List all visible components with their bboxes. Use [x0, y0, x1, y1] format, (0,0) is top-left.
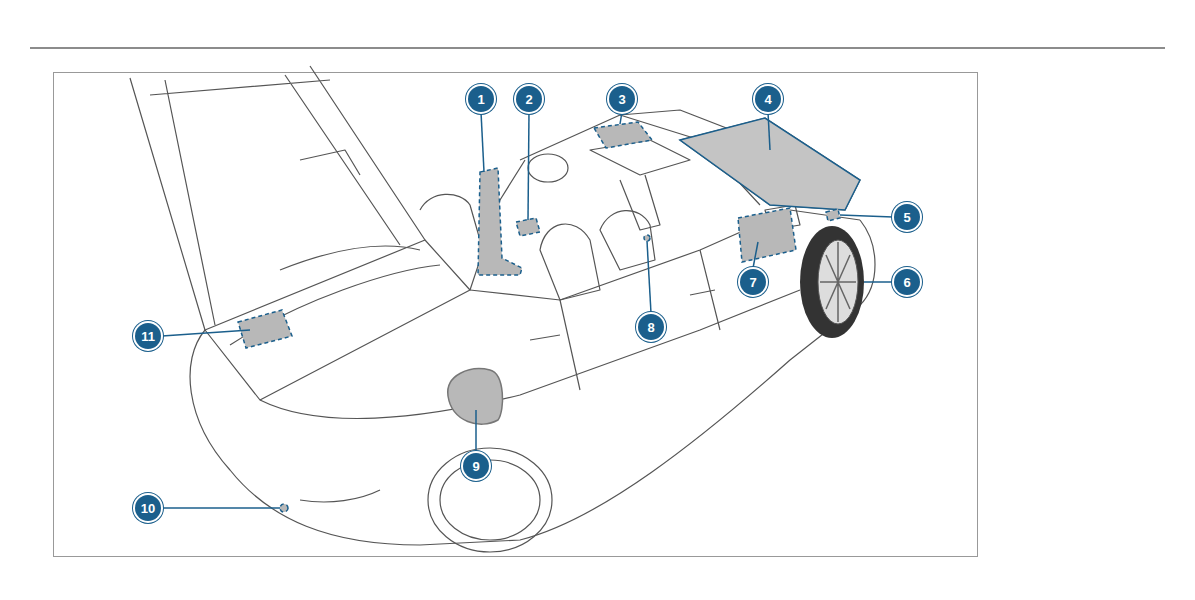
- callout-number: 2: [525, 92, 532, 107]
- callout-circle: 3: [609, 86, 635, 112]
- callout-number: 10: [141, 501, 155, 516]
- callout-number: 8: [647, 320, 654, 335]
- callout-number: 7: [749, 275, 756, 290]
- callout-circle: 5: [894, 204, 920, 230]
- callout-circle: 4: [755, 86, 781, 112]
- callout-circle: 2: [516, 86, 542, 112]
- callout-circle: 9: [463, 453, 489, 479]
- callout-number: 6: [903, 275, 910, 290]
- callout-circle: 6: [894, 269, 920, 295]
- callout-number: 5: [903, 210, 910, 225]
- callout-number: 9: [472, 459, 479, 474]
- front-wheel: [800, 226, 864, 338]
- callout-circle: 7: [740, 269, 766, 295]
- highlighted-parts: [238, 118, 860, 512]
- callout-circle: 8: [638, 314, 664, 340]
- callout-number: 4: [764, 92, 771, 107]
- frame: [54, 73, 978, 557]
- callout-number: 1: [477, 92, 484, 107]
- leader-lines: [162, 112, 893, 508]
- callout-circle: 10: [135, 495, 161, 521]
- callout-number: 3: [618, 92, 625, 107]
- callout-circle: 11: [135, 323, 161, 349]
- car-outline: [130, 66, 875, 552]
- header-rule: [30, 47, 1165, 49]
- callout-circle: 1: [468, 86, 494, 112]
- callout-number: 11: [141, 329, 155, 344]
